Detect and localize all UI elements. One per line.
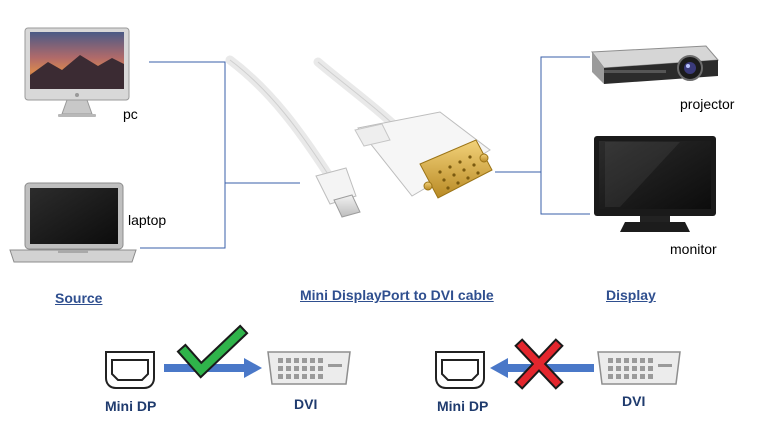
laptop-icon [9, 182, 137, 263]
pc-line [149, 61, 300, 184]
pc-icon [24, 27, 130, 117]
projector-label: projector [680, 96, 735, 112]
monitor-line [540, 172, 590, 215]
mini-dp-port-icon [435, 351, 485, 389]
dvi-port-icon [267, 351, 351, 385]
left-dvi-label: DVI [294, 396, 318, 412]
right-mini-dp-label: Mini DP [437, 398, 489, 414]
source-heading: Source [55, 290, 103, 306]
cross-icon [514, 338, 564, 390]
left-mini-dp-label: Mini DP [105, 398, 157, 414]
check-icon [176, 324, 249, 379]
cable-image [225, 55, 493, 218]
dvi-plug [354, 111, 493, 199]
compat-invalid [435, 338, 681, 390]
dvi-port-icon [597, 351, 681, 385]
arrow-left-icon [490, 358, 594, 378]
display-line [495, 56, 590, 173]
pc-label: pc [123, 106, 138, 122]
monitor-label: monitor [670, 241, 717, 257]
display-heading: Display [606, 287, 656, 303]
connection-lines [140, 56, 590, 249]
right-dvi-label: DVI [622, 393, 646, 409]
compat-valid [105, 324, 351, 389]
cable-heading: Mini DisplayPort to DVI cable [300, 287, 494, 303]
projector-icon [591, 45, 720, 84]
mini-dp-port-icon [105, 351, 155, 389]
laptop-line [140, 183, 226, 249]
monitor-icon [594, 136, 716, 232]
mini-dp-plug [315, 167, 361, 218]
laptop-label: laptop [128, 212, 167, 228]
